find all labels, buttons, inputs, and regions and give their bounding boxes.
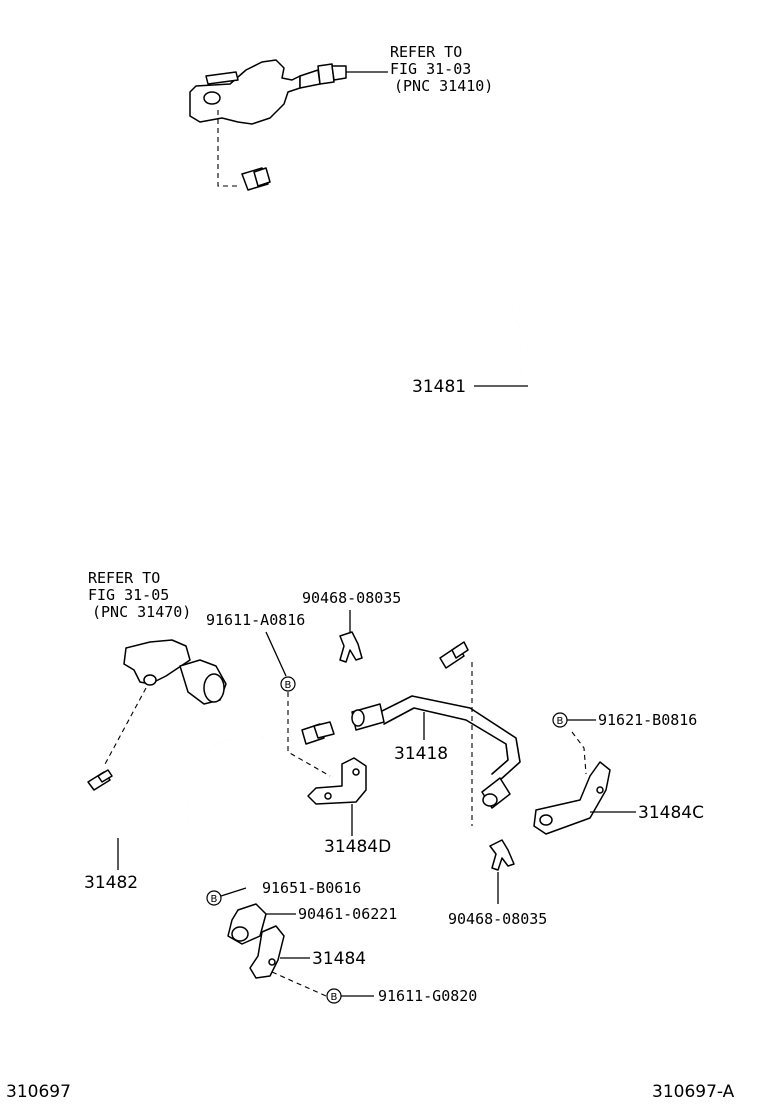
- footer-right-code: 310697-A: [652, 1082, 735, 1102]
- refer-top-line2: FIG 31-03: [390, 60, 471, 78]
- release-cylinder-drawing: [123, 639, 227, 705]
- svg-text:B: B: [331, 992, 338, 1003]
- label-90468-08035-bottom: 90468-08035: [448, 910, 547, 928]
- bolt-marker-91621: B: [552, 712, 568, 728]
- label-31484: 31484: [312, 949, 366, 969]
- hose-31418-drawing: [351, 695, 521, 809]
- label-31418: 31418: [394, 744, 448, 764]
- refer-top-line1: REFER TO: [390, 43, 462, 61]
- footer-left-code: 310697: [6, 1082, 71, 1102]
- clutch-master-cylinder-drawing: [189, 59, 388, 125]
- pipe-31482-drawing: [87, 721, 335, 840]
- refer-mid-line2: FIG 31-05: [88, 586, 169, 604]
- label-91651-b0616: 91651-B0616: [262, 879, 361, 897]
- bolt-marker-91611-a: B: [280, 676, 296, 692]
- label-31484c: 31484C: [638, 803, 704, 823]
- label-91611-g0820: 91611-G0820: [378, 987, 477, 1005]
- refer-mid-line3: (PNC 31470): [92, 603, 191, 621]
- fitting-90461-drawing: [227, 903, 267, 945]
- label-31484d: 31484D: [324, 837, 391, 857]
- bracket-31484c-drawing: [533, 761, 611, 835]
- svg-text:B: B: [557, 716, 564, 727]
- bracket-31484-drawing: [249, 925, 285, 979]
- label-90461-06221: 90461-06221: [298, 905, 397, 923]
- bolt-marker-91651: B: [206, 890, 222, 906]
- label-31482: 31482: [84, 873, 138, 893]
- bolt-marker-91611-g: B: [326, 988, 342, 1004]
- label-91621-b0816: 91621-B0816: [598, 711, 697, 729]
- svg-text:B: B: [211, 894, 218, 905]
- bracket-31484d-drawing: [307, 757, 367, 805]
- refer-top-line3: (PNC 31410): [394, 77, 493, 95]
- clip-90468-top-drawing: [339, 631, 363, 663]
- label-91611-a0816: 91611-A0816: [206, 611, 305, 629]
- clip-90468-bottom-drawing: [489, 839, 515, 871]
- label-90468-08035-top: 90468-08035: [302, 589, 401, 607]
- pipe-31481-drawing: [241, 144, 616, 688]
- refer-mid-line1: REFER TO: [88, 569, 160, 587]
- svg-text:B: B: [285, 680, 292, 691]
- label-31481: 31481: [412, 377, 466, 397]
